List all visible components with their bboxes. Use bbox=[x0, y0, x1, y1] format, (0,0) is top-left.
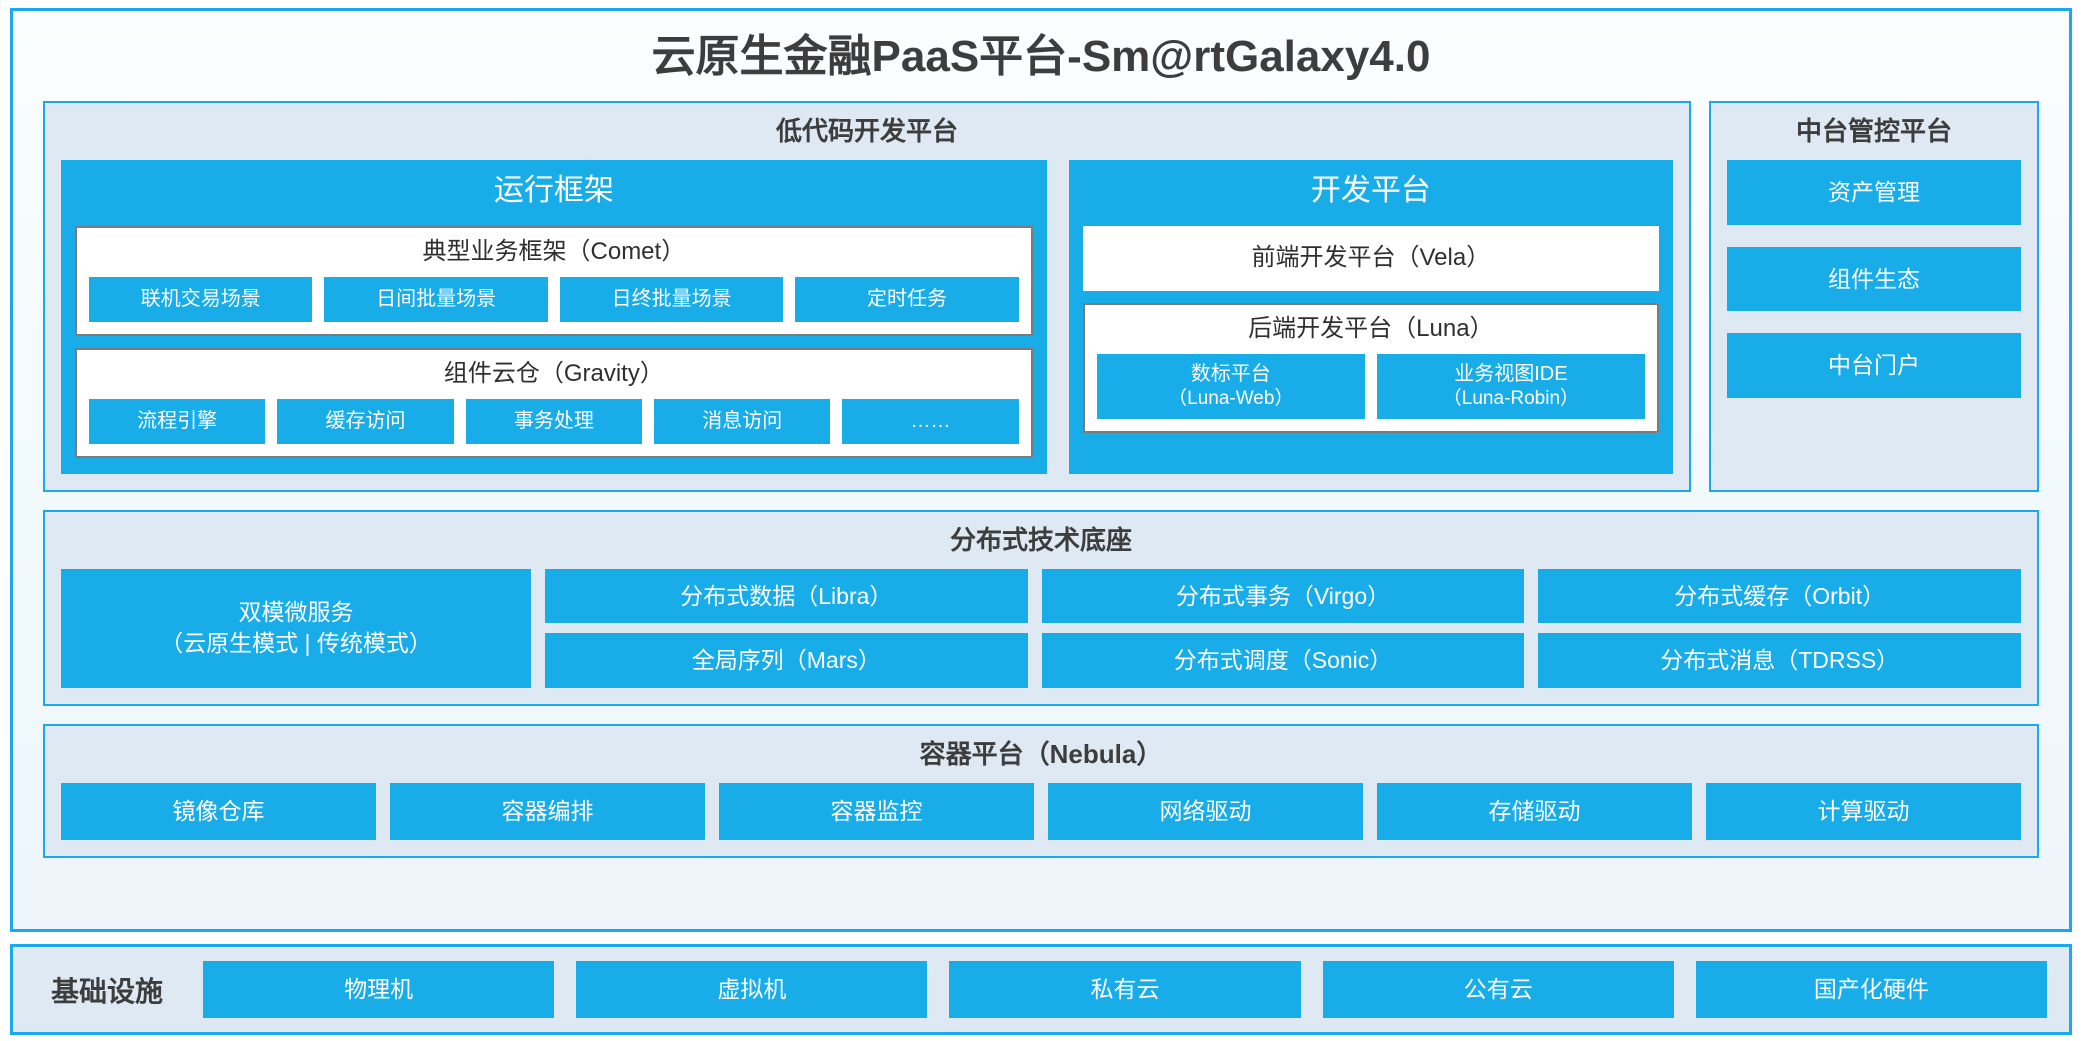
luna-chip-luna-web[interactable]: 数标平台 （Luna-Web） bbox=[1096, 354, 1365, 419]
tech-base-panel: 分布式技术底座 双模微服务 （云原生模式 | 传统模式） 分布式数据（Libra… bbox=[43, 510, 2039, 707]
tech-chip-tdrss[interactable]: 分布式消息（TDRSS） bbox=[1538, 633, 2022, 689]
infra-chip-physical-machine[interactable]: 物理机 bbox=[203, 961, 555, 1018]
container-chip-monitoring[interactable]: 容器监控 bbox=[719, 782, 1034, 840]
luna-web-name: 数标平台 bbox=[1190, 363, 1271, 386]
midplat-chip-portal[interactable]: 中台门户 bbox=[1727, 333, 2021, 399]
infra-chip-domestic-hardware[interactable]: 国产化硬件 bbox=[1695, 961, 2048, 1018]
infra-chip-public-cloud[interactable]: 公有云 bbox=[1322, 961, 1674, 1018]
backend-platform-luna-title: 后端开发平台（Luna） bbox=[1248, 315, 1494, 343]
comet-chip-row: 联机交易场景 日间批量场景 日终批量场景 定时任务 bbox=[89, 277, 1019, 323]
tech-chip-virgo[interactable]: 分布式事务（Virgo） bbox=[1041, 568, 1525, 624]
tech-chip-mars[interactable]: 全局序列（Mars） bbox=[545, 633, 1028, 689]
tech-base-title: 分布式技术底座 bbox=[949, 525, 1132, 556]
microservice-sub: （云原生模式 | 传统模式） bbox=[160, 630, 432, 657]
lowcode-platform-title: 低代码开发平台 bbox=[775, 116, 958, 147]
infrastructure-bar: 基础设施 物理机 虚拟机 私有云 公有云 国产化硬件 bbox=[10, 944, 2072, 1035]
lowcode-platform-body: 运行框架 典型业务框架（Comet） 联机交易场景 日间批量场景 日终批量场景 … bbox=[61, 159, 1673, 475]
container-chip-network-driver[interactable]: 网络驱动 bbox=[1048, 782, 1363, 840]
infrastructure-chip-row: 物理机 虚拟机 私有云 公有云 国产化硬件 bbox=[203, 961, 2048, 1018]
comet-chip-intraday-batch[interactable]: 日间批量场景 bbox=[324, 277, 548, 323]
tech-chip-libra[interactable]: 分布式数据（Libra） bbox=[545, 568, 1028, 624]
spacer-1 bbox=[43, 492, 2039, 510]
container-chip-orchestration[interactable]: 容器编排 bbox=[390, 782, 705, 840]
gravity-title: 组件云仓（Gravity） bbox=[443, 360, 664, 388]
middle-platform-chip-column: 资产管理 组件生态 中台门户 bbox=[1727, 159, 2021, 474]
gravity-chip-row: 流程引擎 缓存访问 事务处理 消息访问 …… bbox=[89, 399, 1019, 445]
luna-chip-row: 数标平台 （Luna-Web） 业务视图IDE （Luna-Robin） bbox=[1096, 354, 1645, 419]
main-architecture-card: 云原生金融PaaS平台-Sm@rtGalaxy4.0 低代码开发平台 运行框架 … bbox=[10, 8, 2072, 933]
tech-base-microservice-column: 双模微服务 （云原生模式 | 传统模式） bbox=[61, 568, 531, 689]
tech-base-column-1: 分布式数据（Libra） 全局序列（Mars） bbox=[545, 568, 1028, 689]
frontend-platform-vela[interactable]: 前端开发平台（Vela） bbox=[1082, 226, 1659, 292]
container-platform-panel: 容器平台（Nebula） 镜像仓库 容器编排 容器监控 网络驱动 存储驱动 计算… bbox=[43, 724, 2039, 858]
runtime-framework-card: 运行框架 典型业务框架（Comet） 联机交易场景 日间批量场景 日终批量场景 … bbox=[61, 159, 1047, 475]
container-chip-storage-driver[interactable]: 存储驱动 bbox=[1377, 782, 1692, 840]
luna-robin-code: （Luna-Robin） bbox=[1442, 388, 1580, 410]
gravity-chip-process-engine[interactable]: 流程引擎 bbox=[89, 399, 266, 445]
luna-chip-luna-robin[interactable]: 业务视图IDE （Luna-Robin） bbox=[1376, 354, 1645, 419]
container-chip-image-registry[interactable]: 镜像仓库 bbox=[61, 782, 376, 840]
comet-box: 典型业务框架（Comet） 联机交易场景 日间批量场景 日终批量场景 定时任务 bbox=[75, 226, 1033, 337]
tech-base-column-2: 分布式事务（Virgo） 分布式调度（Sonic） bbox=[1041, 568, 1525, 689]
backend-platform-luna-box: 后端开发平台（Luna） 数标平台 （Luna-Web） 业务视图IDE （Lu… bbox=[1082, 303, 1659, 433]
gravity-chip-more[interactable]: …… bbox=[842, 399, 1019, 445]
container-platform-chip-row: 镜像仓库 容器编排 容器监控 网络驱动 存储驱动 计算驱动 bbox=[61, 782, 2021, 840]
container-platform-title: 容器平台（Nebula） bbox=[919, 739, 1163, 770]
tech-chip-orbit[interactable]: 分布式缓存（Orbit） bbox=[1538, 568, 2022, 624]
lowcode-platform-panel: 低代码开发平台 运行框架 典型业务框架（Comet） 联机交易场景 日间批量场景… bbox=[43, 101, 1691, 493]
tech-chip-sonic[interactable]: 分布式调度（Sonic） bbox=[1041, 633, 1525, 689]
development-platform-card: 开发平台 前端开发平台（Vela） 后端开发平台（Luna） 数标平台 （Lun… bbox=[1068, 159, 1673, 475]
comet-chip-scheduled-task[interactable]: 定时任务 bbox=[795, 277, 1019, 323]
gravity-chip-transaction-processing[interactable]: 事务处理 bbox=[465, 399, 643, 445]
development-platform-title: 开发平台 bbox=[1310, 173, 1431, 207]
runtime-framework-title: 运行框架 bbox=[493, 173, 614, 207]
luna-robin-name: 业务视图IDE bbox=[1454, 363, 1568, 386]
luna-web-code: （Luna-Web） bbox=[1168, 388, 1294, 410]
spacer-2 bbox=[43, 706, 2039, 724]
midplat-chip-asset-management[interactable]: 资产管理 bbox=[1727, 159, 2021, 225]
comet-chip-online-transaction[interactable]: 联机交易场景 bbox=[89, 277, 313, 323]
comet-chip-eod-batch[interactable]: 日终批量场景 bbox=[559, 277, 784, 323]
middle-platform-title: 中台管控平台 bbox=[1795, 116, 1952, 147]
container-chip-compute-driver[interactable]: 计算驱动 bbox=[1706, 782, 2021, 840]
infra-chip-private-cloud[interactable]: 私有云 bbox=[949, 961, 1301, 1018]
middle-platform-panel: 中台管控平台 资产管理 组件生态 中台门户 bbox=[1709, 101, 2039, 493]
tech-chip-dual-mode-microservice[interactable]: 双模微服务 （云原生模式 | 传统模式） bbox=[61, 568, 531, 689]
microservice-name: 双模微服务 bbox=[238, 599, 354, 626]
comet-title: 典型业务框架（Comet） bbox=[422, 238, 686, 266]
infra-chip-virtual-machine[interactable]: 虚拟机 bbox=[576, 961, 928, 1018]
infrastructure-label: 基础设施 bbox=[51, 975, 164, 1007]
gravity-chip-cache-access[interactable]: 缓存访问 bbox=[277, 399, 454, 445]
tech-base-body: 双模微服务 （云原生模式 | 传统模式） 分布式数据（Libra） 全局序列（M… bbox=[61, 568, 2022, 689]
tech-base-column-3: 分布式缓存（Orbit） 分布式消息（TDRSS） bbox=[1538, 568, 2022, 689]
top-row: 低代码开发平台 运行框架 典型业务框架（Comet） 联机交易场景 日间批量场景… bbox=[43, 101, 2039, 493]
page-title: 云原生金融PaaS平台-Sm@rtGalaxy4.0 bbox=[651, 32, 1431, 81]
gravity-chip-message-access[interactable]: 消息访问 bbox=[654, 399, 831, 445]
midplat-chip-component-ecosystem[interactable]: 组件生态 bbox=[1727, 246, 2021, 312]
gravity-box: 组件云仓（Gravity） 流程引擎 缓存访问 事务处理 消息访问 …… bbox=[75, 348, 1033, 459]
